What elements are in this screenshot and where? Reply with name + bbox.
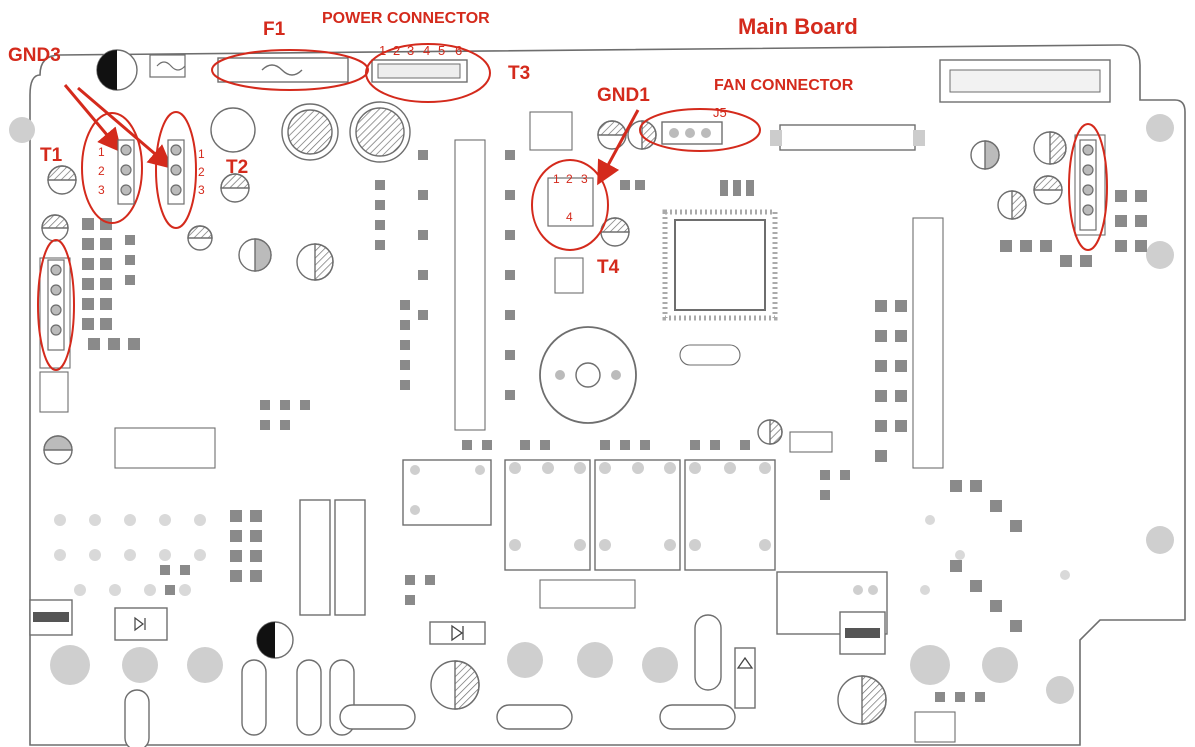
t4-pin-1: 1 xyxy=(553,172,560,186)
power-pin-5: 5 xyxy=(438,43,446,58)
t1-pin-1: 1 xyxy=(98,145,105,159)
label-f1: F1 xyxy=(263,19,286,40)
label-t2: T2 xyxy=(226,157,249,178)
t1-pin-2: 2 xyxy=(98,164,105,178)
arrow-icon xyxy=(63,84,640,186)
t4-oval xyxy=(531,159,609,251)
t2-pin-2: 2 xyxy=(198,165,205,179)
label-gnd3: GND3 xyxy=(8,45,61,66)
label-fan-connector: FAN CONNECTOR xyxy=(714,77,854,94)
t4-pin-4: 4 xyxy=(566,210,573,224)
power-pin-3: 3 xyxy=(407,43,415,58)
fan-connector-body xyxy=(661,121,723,145)
buzzer xyxy=(539,326,637,424)
fuse-icon xyxy=(261,64,303,76)
power-connector-oval xyxy=(365,43,491,103)
board-title: Main Board xyxy=(738,14,858,39)
capacitor-icon xyxy=(41,49,1067,725)
t1-oval xyxy=(81,112,143,224)
label-power-connector: POWER CONNECTOR xyxy=(322,10,490,27)
main-chip xyxy=(662,209,778,321)
small-chips xyxy=(82,150,1147,702)
power-pin-1: 1 xyxy=(379,43,387,58)
label-t1: T1 xyxy=(40,145,63,166)
oval-pads xyxy=(124,614,736,747)
fuse-f1 xyxy=(149,54,349,83)
left-connector-oval xyxy=(37,239,75,371)
fan-connector-oval xyxy=(639,108,761,152)
t4-pin-3: 3 xyxy=(581,172,588,186)
power-pin-6: 6 xyxy=(455,43,463,58)
power-connector-body xyxy=(371,59,468,83)
board-outline xyxy=(29,44,1186,746)
diode-icon xyxy=(29,599,886,709)
power-pin-2: 2 xyxy=(393,43,401,58)
label-t3: T3 xyxy=(508,63,531,84)
power-pin-4: 4 xyxy=(423,43,431,58)
t2-pin-3: 3 xyxy=(198,183,205,197)
connector-pins xyxy=(47,139,1097,351)
ribbon-header xyxy=(770,59,1111,151)
label-t4: T4 xyxy=(597,257,620,278)
t1-pin-3: 3 xyxy=(98,183,105,197)
via-field xyxy=(54,514,1070,596)
f1-oval xyxy=(211,49,369,91)
t4-pin-2: 2 xyxy=(566,172,573,186)
t2-pin-1: 1 xyxy=(198,147,205,161)
label-j5: J5 xyxy=(713,105,727,120)
annotation-ovals xyxy=(37,43,1108,371)
right-connector-oval xyxy=(1068,123,1108,251)
label-gnd1: GND1 xyxy=(597,85,650,106)
t2-oval xyxy=(155,111,197,229)
relay-pads xyxy=(410,462,878,595)
